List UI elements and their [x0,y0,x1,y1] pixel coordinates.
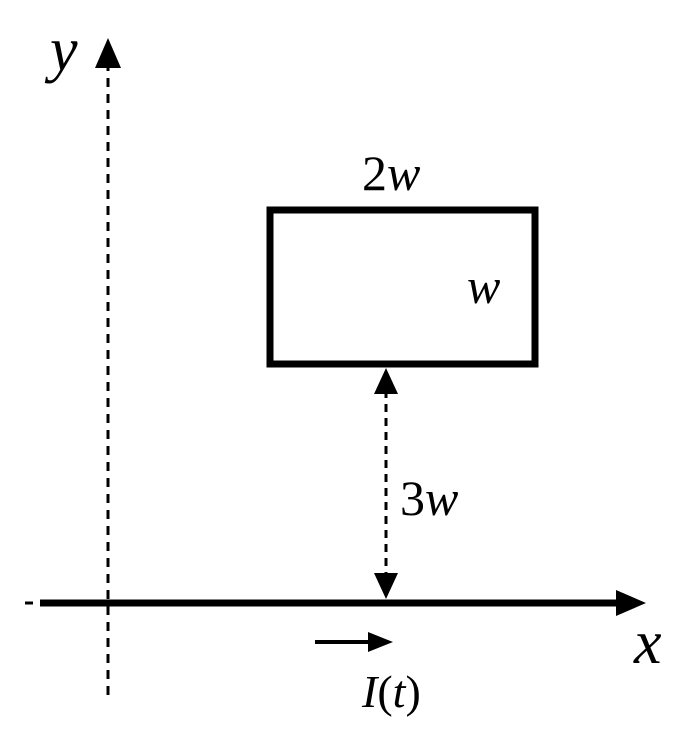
y-axis-arrowhead [95,38,121,68]
rectangular-loop [266,206,539,368]
separation-label: 3w [400,470,458,526]
separation-arrowhead-top [374,368,398,394]
current-label: I(t) [361,666,421,717]
x-axis-arrowhead [616,590,646,616]
separation-arrowhead-bottom [374,573,398,599]
current-arrowhead [368,632,393,652]
x-axis-label: x [633,609,662,677]
y-axis-label: y [44,16,78,84]
rect-width-label: 2w [362,145,420,201]
rect-height-label: w [467,258,500,314]
